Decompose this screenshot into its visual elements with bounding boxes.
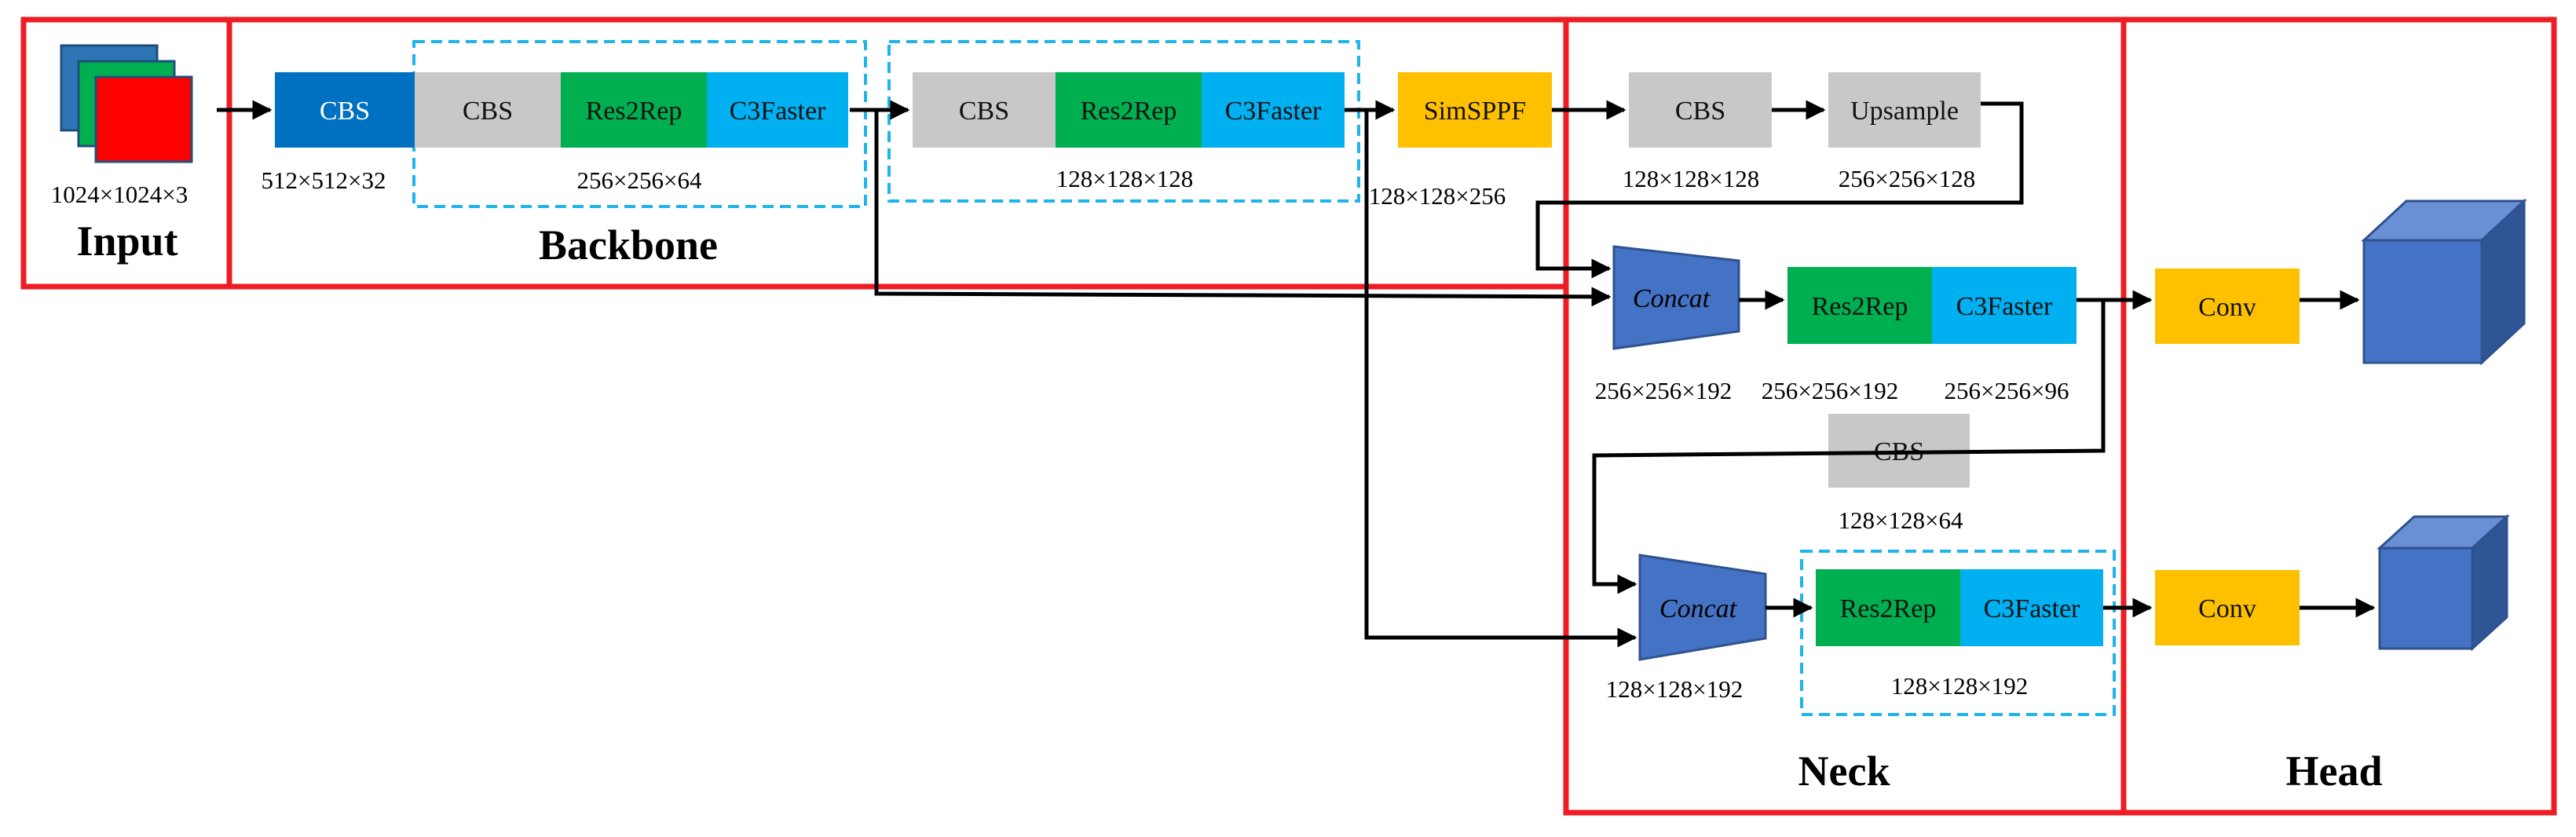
concat1-dim-label: 256×256×192 <box>1595 377 1732 404</box>
res2rep-block-2: Res2Rep <box>1056 72 1202 148</box>
c3faster-block-1: C3Faster <box>707 72 848 148</box>
conv-block-1-label: Conv <box>2198 293 2256 322</box>
simsppf-dim-label: 128×128×256 <box>1369 182 1506 210</box>
res2rep-block-1-label: Res2Rep <box>586 97 682 126</box>
res2rep-block-4: Res2Rep <box>1816 569 1960 646</box>
output-cube-large-icon <box>2361 198 2527 366</box>
upsample-dim-label: 256×256×128 <box>1839 165 1975 192</box>
simsppf-block: SimSPPF <box>1398 72 1552 148</box>
conv-block-2: Conv <box>2155 570 2300 645</box>
neck-cbs-block-1: CBS <box>1629 72 1772 148</box>
neck-cbs-block-1-label: CBS <box>1675 97 1725 126</box>
neck-section-label: Neck <box>1798 747 1890 795</box>
upsample-block-label: Upsample <box>1850 97 1959 126</box>
cbs-block-1: CBS <box>275 72 415 148</box>
concat-block-1: Concat <box>1612 245 1740 350</box>
cbs-block-2: CBS <box>415 72 561 148</box>
concat2-dim-label: 128×128×192 <box>1606 675 1743 703</box>
concat-block-2: Concat <box>1638 554 1767 661</box>
stage2-group-outline <box>887 40 1360 203</box>
res2rep-block-1: Res2Rep <box>561 72 707 148</box>
c3faster-block-4: C3Faster <box>1960 569 2103 646</box>
neck-cbs2-dim-label: 128×128×64 <box>1839 506 1963 534</box>
cbs-block-1-label: CBS <box>320 97 370 126</box>
conv-block-2-label: Conv <box>2198 594 2256 623</box>
upsample-block: Upsample <box>1828 72 1981 148</box>
arrow-c3faster-to-cbs2 <box>1592 300 2106 594</box>
c3faster-block-3: C3Faster <box>1932 267 2077 344</box>
res2rep-block-4-label: Res2Rep <box>1840 594 1937 623</box>
conv-block-1: Conv <box>2155 269 2300 344</box>
backbone-section-label: Backbone <box>539 221 718 269</box>
c3faster-block-2-label: C3Faster <box>1225 97 1322 126</box>
input-dim-label: 1024×1024×3 <box>51 181 188 208</box>
simsppf-block-label: SimSPPF <box>1424 97 1526 126</box>
section-frames <box>20 16 2557 816</box>
res2rep-block-3-label: Res2Rep <box>1812 292 1908 321</box>
c3faster-block-1-label: C3Faster <box>730 97 826 126</box>
cbs1-dim-label: 512×512×32 <box>262 166 386 194</box>
concat-block-2-label: Concat <box>1659 594 1738 623</box>
cbs-block-3: CBS <box>913 72 1056 148</box>
cbs-block-3-label: CBS <box>959 97 1009 126</box>
stage3-dim-label: 128×128×192 <box>1891 672 2028 700</box>
c3faster-block-2: C3Faster <box>1202 72 1345 148</box>
c3faster1-dim-label: 256×256×96 <box>1945 377 2069 404</box>
cbs-block-2-label: CBS <box>463 97 513 126</box>
connectors <box>217 100 2376 648</box>
arrow-upsample-to-concat1 <box>1535 101 2024 279</box>
arrow-stage2-skip-to-concat2 <box>1364 110 1637 648</box>
stage3-group-outline <box>1800 550 2116 716</box>
res2rep-block-3: Res2Rep <box>1787 267 1932 344</box>
res2rep1-dim-label: 256×256×192 <box>1762 377 1898 404</box>
stage2-dim-label: 128×128×128 <box>1056 165 1193 192</box>
input-section-label: Input <box>76 217 177 265</box>
input-image-stack-icon <box>60 44 193 163</box>
concat-block-1-label: Concat <box>1633 284 1711 313</box>
res2rep-block-2-label: Res2Rep <box>1081 97 1177 126</box>
output-cube-small-icon <box>2377 514 2510 652</box>
c3faster-block-3-label: C3Faster <box>1956 292 2053 321</box>
neck-cbs-dim-label: 128×128×128 <box>1623 165 1759 192</box>
c3faster-block-4-label: C3Faster <box>1984 594 2080 623</box>
head-section-label: Head <box>2285 747 2382 795</box>
head-frame <box>2120 16 2557 816</box>
stage1-dim-label: 256×256×64 <box>577 166 702 194</box>
